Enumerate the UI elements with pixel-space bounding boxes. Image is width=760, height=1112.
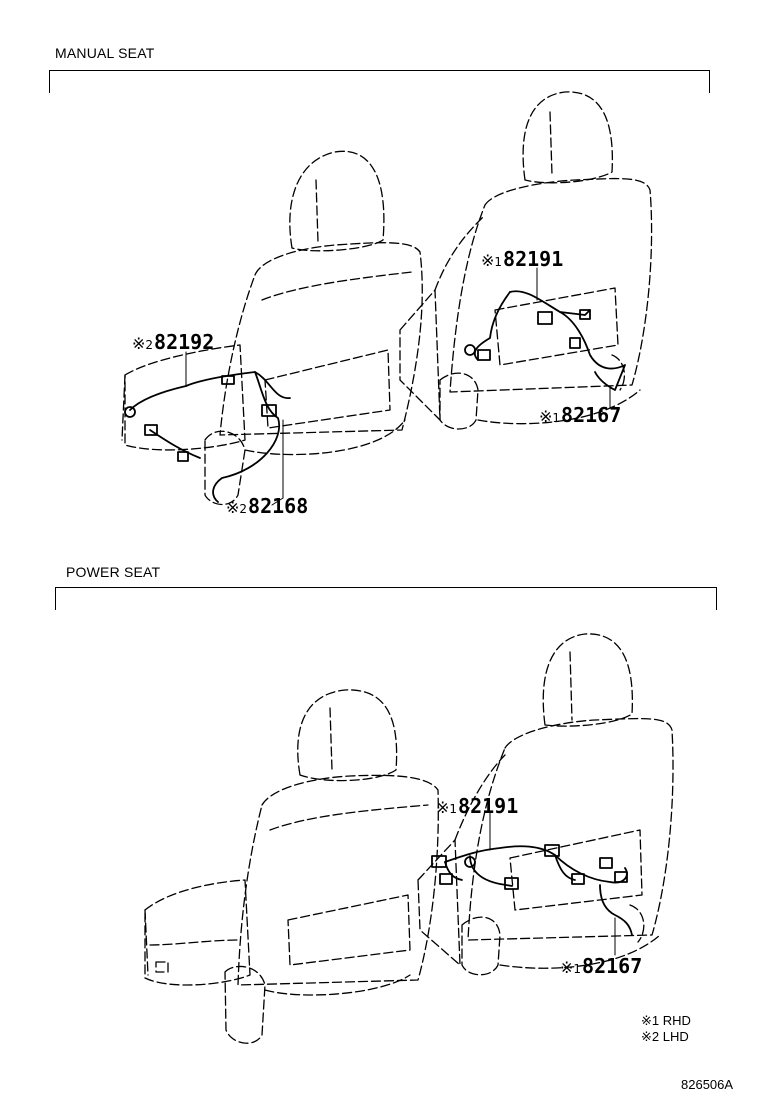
power-seat-bracket [55,587,717,610]
callout-manual-82167: ※182167 [539,403,622,427]
callout-manual-82192: ※282192 [132,330,215,354]
part-number: 82167 [582,954,643,978]
figure-id: 826506A [681,1077,734,1092]
power-left-seat [144,689,439,1044]
callout-power-82191: ※182191 [436,794,519,818]
part-number: 82168 [248,494,309,518]
power-right-harness [431,844,633,936]
part-number: 82191 [503,247,564,271]
power-seat-title: POWER SEAT [66,564,161,580]
manual-right-seat [399,91,653,430]
part-number: 82191 [458,794,519,818]
callout-manual-82191: ※182191 [481,247,564,271]
manual-seat-bracket [49,70,710,93]
manual-left-harness [124,371,291,503]
callout-power-82167: ※182167 [560,954,643,978]
part-number: 82167 [561,403,622,427]
legend: ※1 RHD ※2 LHD [641,1013,691,1045]
part-number: 82192 [154,330,215,354]
manual-right-harness [464,290,626,391]
manual-seat-title: MANUAL SEAT [55,45,155,61]
callout-manual-82168: ※282168 [226,494,309,518]
legend-lhd: ※2 LHD [641,1029,689,1044]
manual-left-seat [121,150,423,506]
legend-rhd: ※1 RHD [641,1013,691,1028]
